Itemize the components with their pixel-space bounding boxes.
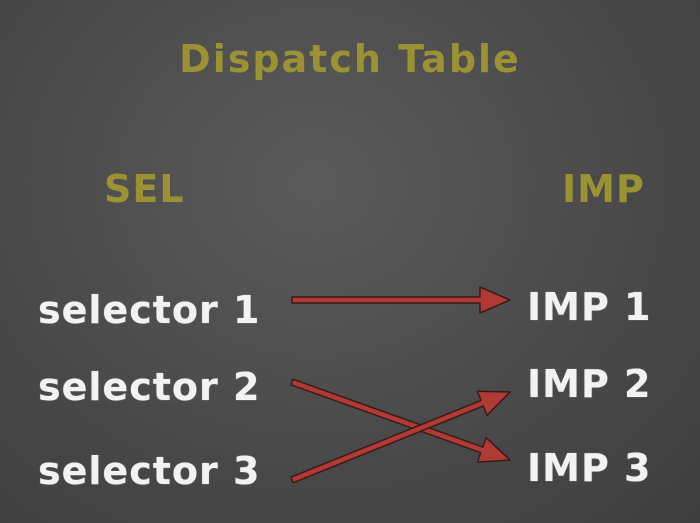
imp-2-label: IMP 2 xyxy=(527,362,652,406)
arrow-selector-3-to-imp-2 xyxy=(290,390,511,484)
imp-1-label: IMP 1 xyxy=(527,285,652,329)
arrow-selector-2-to-imp-3 xyxy=(290,378,511,463)
diagram-title: Dispatch Table xyxy=(179,37,521,81)
selector-1-label: selector 1 xyxy=(38,288,261,332)
arrow-selector-1-to-imp-1 xyxy=(291,286,511,314)
imp-column-header: IMP xyxy=(562,167,645,211)
imp-3-label: IMP 3 xyxy=(527,446,652,490)
selector-3-label: selector 3 xyxy=(38,449,261,493)
sel-column-header: SEL xyxy=(104,167,185,211)
selector-2-label: selector 2 xyxy=(38,365,261,409)
